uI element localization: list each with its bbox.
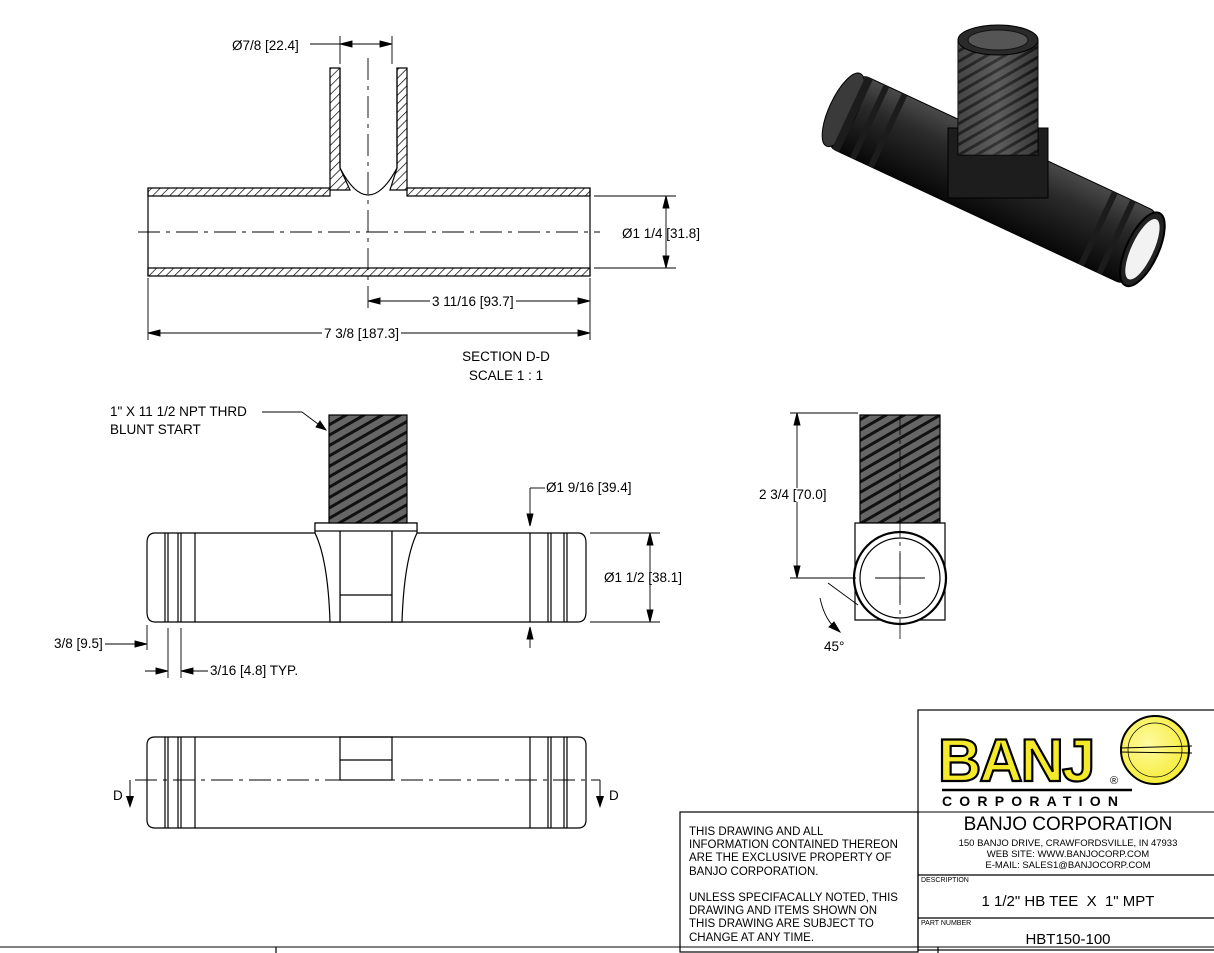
body-od-dimension: Ø1 1/2 [38.1] bbox=[604, 570, 683, 585]
disclaimer-block-2: UNLESS SPECIFACALLY NOTED, THIS DRAWING … bbox=[689, 892, 898, 945]
description-label: DESCRIPTION bbox=[921, 877, 969, 884]
section-scale: SCALE 1 : 1 bbox=[468, 368, 544, 383]
angle-dimension: 45° bbox=[824, 639, 845, 654]
isometric-view bbox=[821, 24, 1166, 288]
side-dimensions bbox=[790, 412, 859, 634]
part-number-label: PART NUMBER bbox=[921, 920, 972, 927]
height-dimension: 2 3/4 [70.0] bbox=[758, 487, 828, 502]
description-value: 1 1/2" HB TEE X 1" MPT bbox=[981, 893, 1155, 910]
title-block-frame bbox=[0, 709, 1214, 953]
top-view bbox=[129, 736, 601, 829]
disclaimer-line: ARE THE EXCLUSIVE PROPERTY OF bbox=[689, 852, 892, 865]
disclaimer-line: UNLESS SPECIFACALLY NOTED, THIS bbox=[689, 892, 898, 904]
front-view bbox=[146, 414, 587, 623]
part-number-value: HBT150-100 bbox=[1025, 931, 1111, 948]
side-view bbox=[852, 414, 948, 640]
logo-registered-mark: ® bbox=[1110, 775, 1118, 787]
half-length-dimension: 3 11/16 [93.7] bbox=[430, 294, 516, 309]
barb-od-dimension: Ø1 9/16 [39.4] bbox=[546, 480, 632, 495]
disclaimer-line: INFORMATION CONTAINED THEREON bbox=[689, 839, 898, 852]
banjo-logo: BANJ ® CORPORATION bbox=[937, 715, 1193, 809]
thread-note-line1: 1" X 11 1/2 NPT THRD bbox=[110, 404, 247, 419]
company-name: BANJO CORPORATION bbox=[963, 814, 1173, 835]
front-dimensions bbox=[105, 411, 660, 678]
disclaimer-line: CHANGE AT ANY TIME. bbox=[689, 931, 815, 944]
section-marker-left: D bbox=[113, 788, 123, 803]
company-website: WEB SITE: WWW.BANJOCORP.COM bbox=[986, 849, 1150, 860]
thread-bore-dimension: Ø7/8 [22.4] bbox=[232, 38, 299, 53]
barb-land-dimension: 3/8 [9.5] bbox=[54, 636, 103, 651]
disclaimer-line: THIS DRAWING ARE SUBJECT TO bbox=[689, 918, 874, 931]
disclaimer-line: THIS DRAWING AND ALL bbox=[689, 826, 824, 838]
logo-subtitle: CORPORATION bbox=[942, 793, 1125, 809]
section-view bbox=[138, 58, 600, 290]
overall-length-dimension: 7 3/8 [187.3] bbox=[322, 326, 402, 341]
company-address: 150 BANJO DRIVE, CRAWFORDSVILLE, IN 4793… bbox=[958, 838, 1178, 849]
logo-wordmark: BANJ bbox=[938, 727, 1093, 794]
barb-pitch-dimension: 3/16 [4.8] TYP. bbox=[210, 663, 299, 678]
disclaimer-line: DRAWING AND ITEMS SHOWN ON bbox=[689, 905, 878, 918]
disclaimer-line: BANJO CORPORATION. bbox=[689, 865, 819, 878]
pipe-od-dimension: Ø1 1/4 [31.8] bbox=[622, 226, 701, 241]
thread-note-line2: BLUNT START bbox=[110, 422, 201, 437]
section-marker-right: D bbox=[609, 788, 619, 803]
company-email: E-MAIL: SALES1@BANJOCORP.COM bbox=[985, 860, 1151, 871]
section-title: SECTION D-D bbox=[462, 349, 550, 364]
section-arrows bbox=[126, 796, 604, 808]
disclaimer-block-1: THIS DRAWING AND ALL INFORMATION CONTAIN… bbox=[689, 826, 898, 879]
